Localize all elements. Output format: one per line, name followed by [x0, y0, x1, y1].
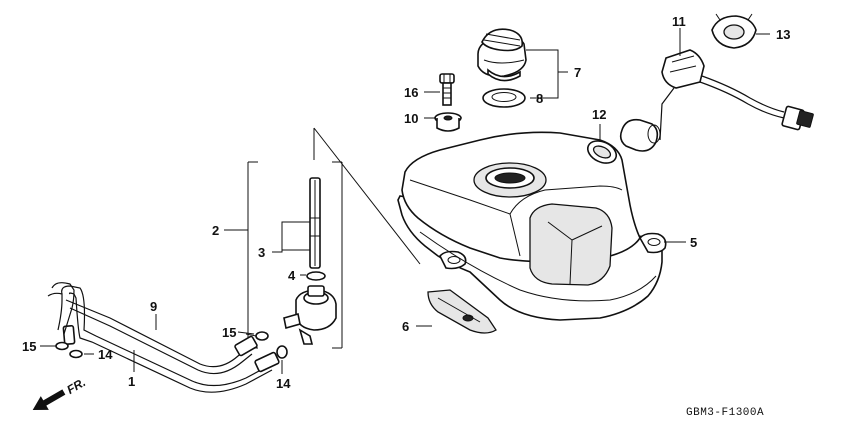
- callout-16: 16: [404, 85, 418, 100]
- callout-8: 8: [536, 91, 543, 106]
- callout-4: 4: [288, 268, 296, 283]
- tube-clip-d: [276, 345, 288, 359]
- callout-1: 1: [128, 374, 135, 389]
- filler-cap-gasket: [482, 88, 526, 108]
- callout-14-right: 14: [276, 376, 291, 391]
- callout-6: 6: [402, 319, 409, 334]
- callout-3: 3: [258, 245, 265, 260]
- fuel-cock: [283, 285, 337, 345]
- fuel-unit-set-plate: [711, 13, 757, 49]
- callout-14-left: 14: [98, 347, 113, 362]
- fuel-strainer-pipe: [309, 177, 321, 269]
- leader-lines: [40, 28, 770, 374]
- fuel-filler-cap: [477, 28, 527, 82]
- tube-clip-a: [52, 341, 69, 351]
- callout-13: 13: [776, 27, 790, 42]
- callout-9: 9: [150, 299, 157, 314]
- callout-15-left: 15: [22, 339, 36, 354]
- callout-2: 2: [212, 223, 219, 238]
- fuel-tank: [397, 131, 667, 321]
- front-direction-arrow: FR.: [32, 375, 88, 410]
- tube-clip-b: [69, 349, 83, 359]
- fuel-tank-stay: [427, 289, 497, 334]
- callout-11: 11: [672, 14, 686, 29]
- fuel-unit-seal-ring: [586, 140, 618, 164]
- fuel-cock-o-ring: [306, 271, 326, 281]
- flange-bolt: [439, 73, 455, 106]
- tube-clip-c: [245, 331, 269, 341]
- cushion-rubber: [434, 112, 462, 132]
- callout-7: 7: [574, 65, 581, 80]
- callout-12: 12: [592, 107, 606, 122]
- vacuum-tube: [47, 282, 258, 375]
- fuel-level-unit: [619, 49, 814, 152]
- callout-5: 5: [690, 235, 697, 250]
- diagram-code: GBM3-F1300A: [686, 407, 764, 419]
- callout-15-right: 15: [222, 325, 236, 340]
- callout-10: 10: [404, 111, 418, 126]
- front-direction-label: FR.: [64, 375, 88, 397]
